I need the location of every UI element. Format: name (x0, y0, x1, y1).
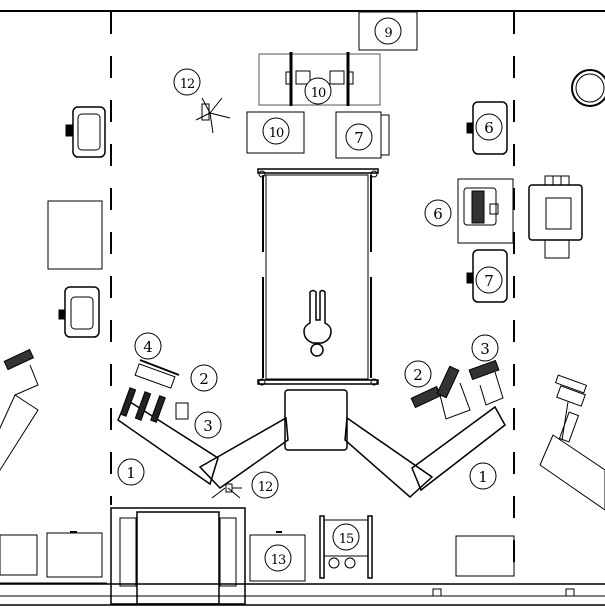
patient-figure-icon (303, 289, 332, 357)
cabinet-13: 13 (249, 531, 306, 582)
callout-9-label: 7 (354, 129, 364, 147)
ceiling-pendant-11: 10 (258, 52, 381, 106)
callout-4-label: 4 (143, 338, 153, 356)
monitor-cart-10: 10 (246, 111, 305, 154)
callout-6 (424, 199, 452, 227)
callout-10-top-label: 9 (384, 26, 392, 41)
callout-13 (264, 544, 292, 572)
cart-7-bottom: 7 (466, 249, 508, 303)
robotic-arm-cart-right: 2 3 (404, 334, 504, 420)
linen-hamper-15: 15 (319, 515, 373, 579)
callout-12-bottom (251, 471, 279, 499)
callout-13-label: 13 (271, 553, 286, 568)
callout-10-top (374, 17, 402, 45)
stool-12-top: 12 (173, 68, 231, 134)
console-right-edge (539, 374, 605, 511)
callout-1-left (117, 458, 145, 486)
robotic-arm-left-edge (0, 348, 39, 471)
callout-2-left-label: 2 (199, 370, 209, 388)
callout-3-right-label: 3 (480, 340, 490, 358)
callout-7-top-label: 6 (484, 119, 494, 137)
callout-6-label: 6 (433, 205, 443, 223)
left-cart-top (65, 106, 106, 158)
callout-7-bottom-label: 7 (484, 272, 494, 290)
callout-12-top-label: 12 (180, 77, 195, 92)
callout-11 (304, 77, 332, 105)
callout-2-right (404, 360, 432, 388)
room-walls (0, 10, 605, 606)
left-table-mid (47, 200, 103, 270)
table-pedestal (284, 389, 348, 451)
cart-7-top: 6 (466, 101, 508, 155)
callout-2-right-label: 2 (413, 366, 423, 384)
robotic-arm-cart-left: 4 2 3 (119, 332, 222, 439)
callout-3-right (471, 334, 499, 362)
instrument-cart-9: 7 (335, 111, 390, 159)
anesthesia-machine (528, 175, 583, 259)
operating-table (257, 168, 379, 386)
console-arm-right (344, 405, 506, 499)
left-cart-bottom (58, 286, 100, 338)
wall-rail (432, 588, 575, 597)
ring-light-icon (571, 69, 605, 107)
table-bottom-right (455, 535, 515, 577)
callout-4 (134, 332, 162, 360)
callout-7-top (475, 113, 503, 141)
stool-12-bottom: 12 (211, 471, 279, 499)
storage-unit-center (110, 507, 246, 605)
callout-10-label: 10 (269, 126, 284, 141)
callout-15 (332, 523, 360, 551)
monitor-cart-10-top: 9 (358, 11, 418, 51)
callout-12-top (173, 68, 201, 96)
sterile-zone-boundary (110, 12, 515, 580)
monitor-tower-6: 6 (424, 178, 514, 244)
callout-9 (345, 123, 373, 151)
callout-7-bottom (475, 266, 503, 294)
callout-10 (262, 117, 290, 145)
callout-3-left (194, 411, 222, 439)
cabinet-bottom-left (0, 531, 107, 584)
callout-11-label: 10 (311, 86, 326, 101)
callout-2-left (190, 364, 218, 392)
callout-1-left-label: 1 (126, 464, 136, 482)
callout-12-bottom-label: 12 (258, 480, 273, 495)
callout-1-right (469, 462, 497, 490)
callout-15-label: 15 (339, 532, 354, 547)
stool-icon (195, 97, 231, 134)
callout-3-left-label: 3 (203, 417, 213, 435)
callout-1-right-label: 1 (478, 468, 488, 486)
